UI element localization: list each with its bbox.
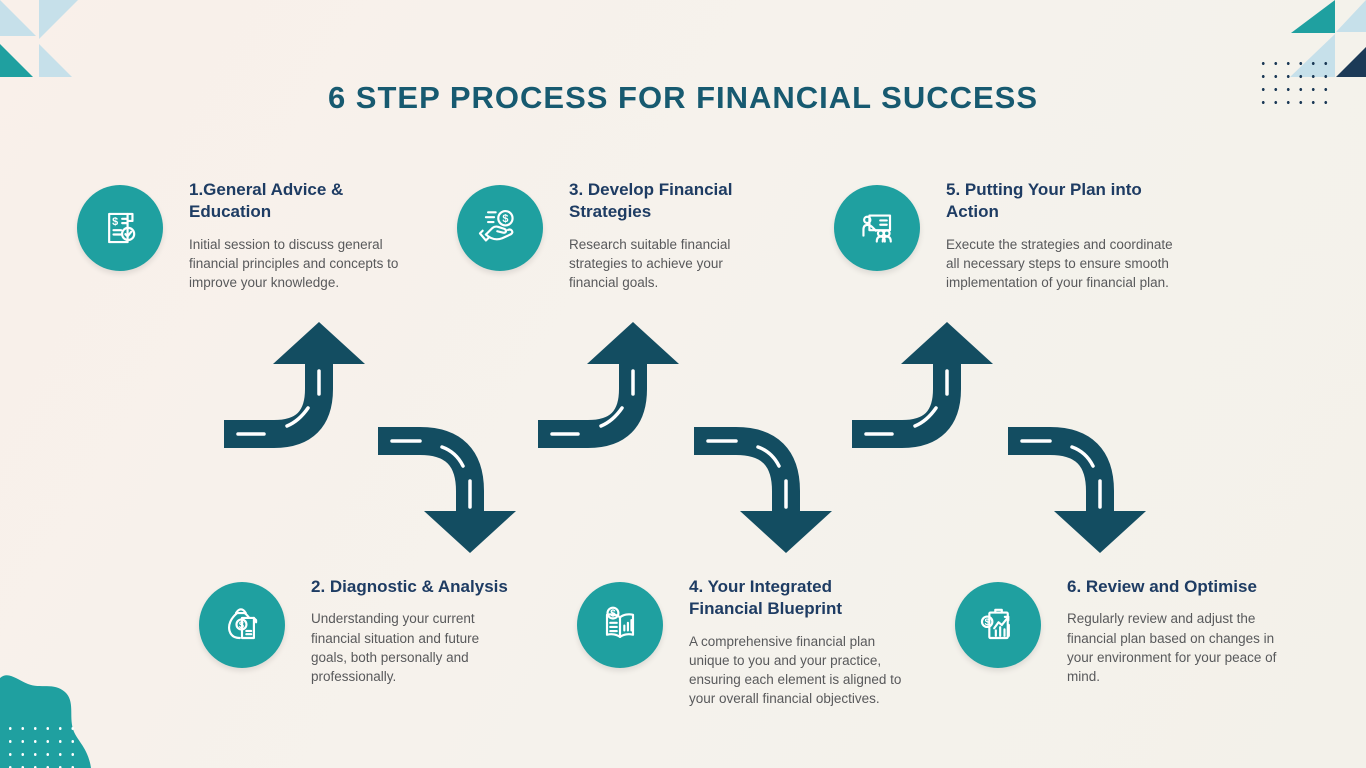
- svg-text:$: $: [239, 620, 244, 630]
- road-arrow-up-5: [852, 322, 1028, 448]
- step-description: Understanding your current financial sit…: [311, 611, 480, 684]
- dot-grid-bottom-left: [3, 721, 79, 768]
- road-arrow-down-1-to-2: [378, 425, 520, 553]
- svg-text:$: $: [985, 617, 990, 627]
- book-chart-icon: $: [605, 606, 635, 638]
- step-6: $ 6. Review and Optimise Regularly revie…: [955, 577, 1322, 686]
- presentation-icon: [862, 214, 892, 243]
- step-2: $ 2. Diagnostic & Analysis Understanding…: [199, 577, 556, 686]
- step-icon-circle: $: [955, 582, 1041, 668]
- step-description: Initial session to discuss general finan…: [189, 236, 399, 291]
- step-title: 1.General Advice & Education: [189, 180, 344, 222]
- road-arrow-up-3-to-5: [538, 322, 714, 448]
- money-bag-receipt-icon: $: [228, 608, 258, 640]
- step-description: Research suitable financial strategies t…: [569, 236, 731, 291]
- step-description: Execute the strategies and coordinate al…: [946, 236, 1173, 291]
- corner-triangles-top-left: [0, 0, 78, 77]
- step-title: 6. Review and Optimise: [1067, 577, 1257, 596]
- svg-text:$: $: [502, 213, 508, 225]
- step-title: 3. Develop Financial Strategies: [569, 180, 733, 222]
- svg-text:$: $: [112, 216, 118, 228]
- step-title: 2. Diagnostic & Analysis: [311, 577, 508, 596]
- road-arrow-up-1-to-3: [224, 322, 400, 448]
- step-1: $ 1.General Advice & Education Initial s…: [77, 180, 411, 292]
- step-title: 5. Putting Your Plan into Action: [946, 180, 1142, 222]
- step-description: A comprehensive financial plan unique to…: [689, 633, 902, 707]
- page-title: 6 STEP PROCESS FOR FINANCIAL SUCCESS: [327, 80, 1039, 115]
- step-4: $ 4. Your Integrated Financial Blueprint…: [577, 577, 907, 709]
- step-3: $ 3. Develop Financial Strategies Resear…: [457, 180, 769, 292]
- road-arrow-down-3-to-4: [694, 425, 836, 553]
- road-arrow-down-5-to-6: [1008, 425, 1150, 553]
- step-icon-circle: $: [577, 582, 663, 668]
- dot-grid-top-right: [1256, 56, 1330, 106]
- step-5: 5. Putting Your Plan into Action Execute…: [834, 180, 1176, 292]
- step-description: Regularly review and adjust the financia…: [1067, 611, 1277, 684]
- step-title: 4. Your Integrated Financial Blueprint: [689, 577, 843, 619]
- step-icon-circle: $: [77, 185, 163, 271]
- step-icon-circle: [834, 185, 920, 271]
- step-icon-circle: $: [199, 582, 285, 668]
- svg-text:$: $: [610, 609, 616, 620]
- step-icon-circle: $: [457, 185, 543, 271]
- clipboard-growth-icon: $: [980, 608, 1010, 640]
- hand-coin-icon: $: [478, 210, 514, 242]
- document-check-icon: $: [108, 212, 136, 244]
